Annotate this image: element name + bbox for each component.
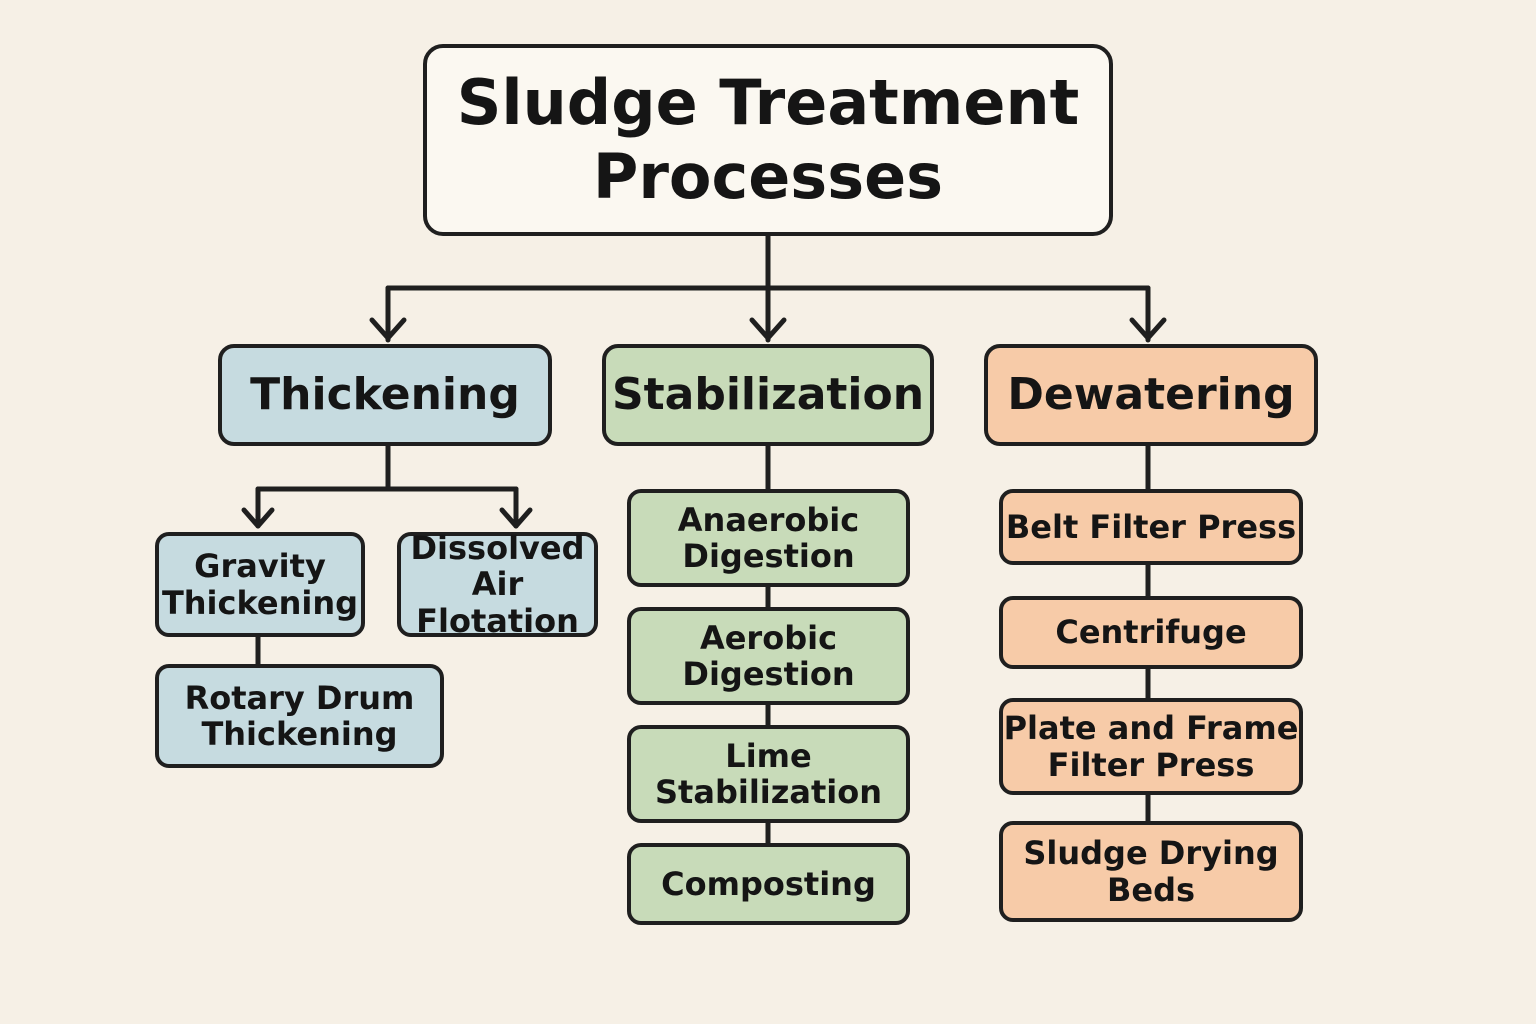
category-dewatering: Dewatering [984, 344, 1318, 446]
process-belt-filter-press: Belt Filter Press [999, 489, 1303, 565]
category-stabilization: Stabilization [602, 344, 934, 446]
arrowhead-daf [499, 507, 533, 529]
diagram-title: Sludge Treatment Processes [423, 44, 1113, 236]
process-dissolved-air-flotation: Dissolved Air Flotation [397, 530, 598, 639]
category-thickening: Thickening [218, 344, 552, 446]
arrowhead-dewatering [1129, 317, 1167, 341]
process-centrifuge: Centrifuge [999, 596, 1303, 669]
process-composting: Composting [627, 843, 910, 925]
arrowhead-gravity [241, 507, 275, 529]
arrowhead-stabilization [749, 317, 787, 341]
arrowhead-thickening [369, 317, 407, 341]
process-lime-stabilization: Lime Stabilization [627, 725, 910, 823]
process-plate-and-frame-filter-press: Plate and Frame Filter Press [999, 698, 1303, 795]
process-rotary-drum-thickening: Rotary Drum Thickening [155, 664, 444, 768]
process-aerobic-digestion: Aerobic Digestion [627, 607, 910, 705]
process-sludge-drying-beds: Sludge Drying Beds [999, 821, 1303, 922]
process-gravity-thickening: Gravity Thickening [155, 532, 365, 637]
process-anaerobic-digestion: Anaerobic Digestion [627, 489, 910, 587]
